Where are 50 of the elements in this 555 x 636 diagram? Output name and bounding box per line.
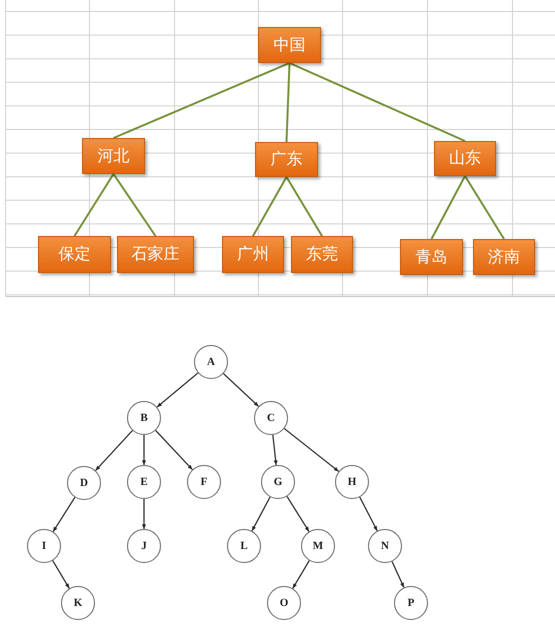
org-chart-box: 保定 [38,236,111,273]
tree-node-circle: D [67,466,101,500]
org-chart-box: 广州 [222,236,284,273]
tree-node-circle: O [267,586,301,620]
tree-node-circle: C [254,401,288,435]
connector-line [289,62,466,142]
arrow [95,430,133,471]
org-chart-box: 青岛 [400,239,463,275]
arrow [52,560,70,589]
tree-node-circle: N [368,529,402,563]
arrow [284,428,340,472]
arrow [359,496,378,532]
org-chart-box: 广东 [255,142,318,177]
connector-line [74,173,114,237]
arrow [286,496,310,532]
tree-node-circle: J [127,529,161,563]
tree-node-circle: A [194,345,228,379]
arrow [156,372,198,408]
org-chart-box: 河北 [82,138,145,174]
arrow [142,499,146,530]
arrow [52,497,76,532]
connector-line [113,62,290,139]
arrow [292,560,310,589]
connector-line [286,176,323,237]
arrow [155,430,193,470]
tree-node-circle: H [335,465,369,499]
tree-node-circle: L [227,529,261,563]
tree-node-circle: F [187,465,221,499]
arrow [142,435,146,466]
org-chart-box: 济南 [473,239,535,275]
arrow [392,561,404,588]
arrow [272,434,278,466]
tree-node-circle: K [61,586,95,620]
connector-line [286,62,290,142]
tree-node-circle: I [27,529,61,563]
tree-node-circle: B [127,401,161,435]
connector-line [464,175,505,240]
org-chart-box: 中国 [258,27,321,63]
connector-line [112,173,156,237]
arrow [223,373,259,407]
arrow [251,496,271,532]
connector-line [430,176,466,240]
org-chart-box: 石家庄 [117,236,194,273]
tree-node-circle: E [127,465,161,499]
connector-line [252,176,288,236]
org-chart-box: 东莞 [291,236,353,273]
tree-node-circle: M [301,529,335,563]
tree-node-circle: G [261,465,295,499]
org-chart-box: 山东 [434,141,496,176]
tree-node-circle: P [394,586,428,620]
